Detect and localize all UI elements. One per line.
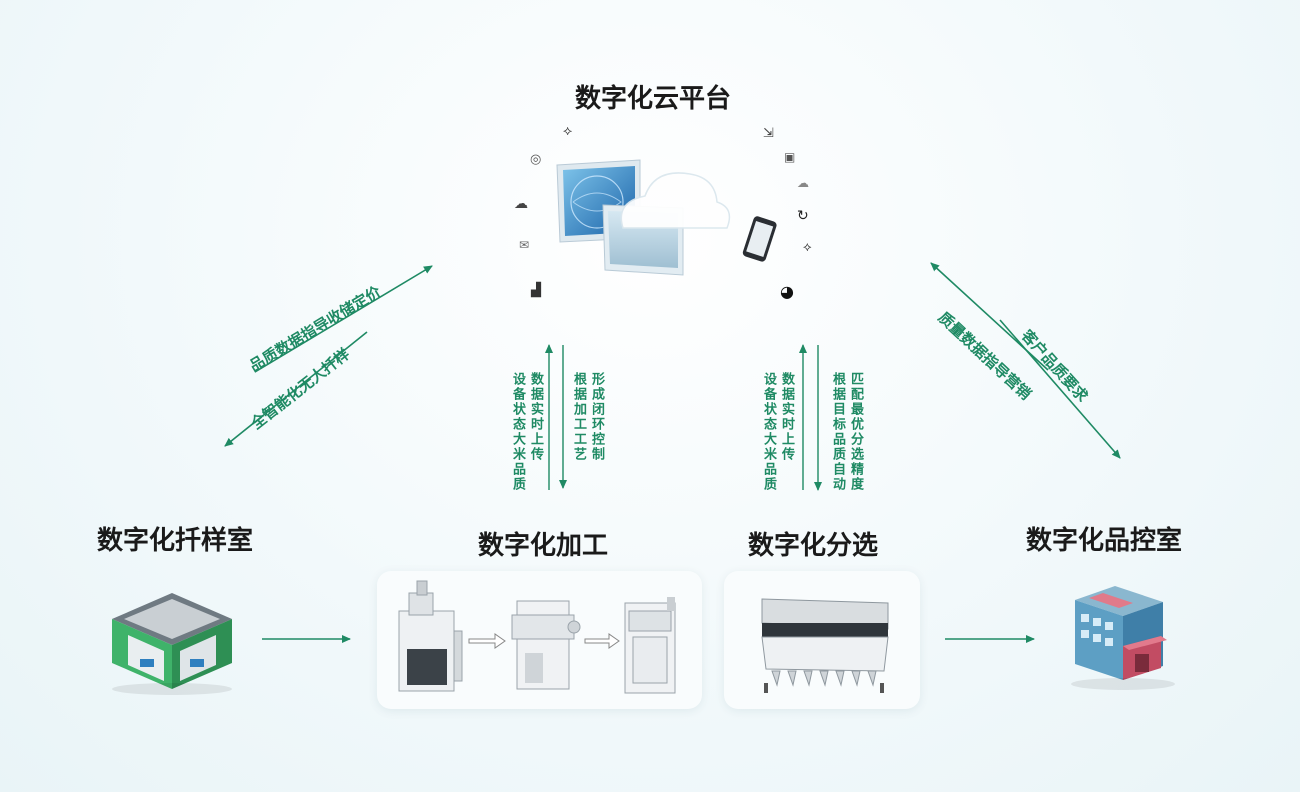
cloud-icon-small: ☁ <box>797 176 809 190</box>
cloud-sync-icon: ☁ <box>514 196 528 212</box>
sorting-panel <box>724 571 920 709</box>
qc-room-building-icon <box>0 0 130 115</box>
sorting-col-1: 设备状态大米品质 <box>761 372 776 492</box>
processing-title: 数字化加工 <box>478 531 609 561</box>
smartphone-icon <box>742 216 777 262</box>
husker-machine-icon <box>398 580 463 692</box>
database-icon: ◎ <box>530 152 542 167</box>
grader-machine-icon <box>624 597 676 694</box>
pie-chart-icon: ◕ <box>780 282 794 301</box>
share-icon: ⟡ <box>803 240 812 255</box>
qc-room-building-icon-main <box>1071 586 1175 690</box>
sampling-room-building-icon <box>112 593 232 695</box>
left-down-arrow <box>224 331 368 447</box>
sorting-title: 数字化分选 <box>748 531 879 561</box>
processing-col-2: 数据实时上传 <box>528 372 543 462</box>
processing-machines-icon <box>398 580 676 694</box>
sorting-col-2: 数据实时上传 <box>779 372 794 462</box>
image-icon: ▣ <box>784 150 796 164</box>
mail-icon: ✉ <box>519 238 530 252</box>
right-down-arrow <box>999 319 1121 459</box>
refresh-icon: ↻ <box>797 208 809 224</box>
qc-room-title: 数字化品控室 <box>1026 526 1183 556</box>
factory-icon: ▟ <box>531 283 541 298</box>
color-sorter-machine-icon <box>761 598 889 693</box>
processing-col-3: 根据加工工艺 <box>571 372 586 462</box>
processing-col-1: 设备状态大米品质 <box>510 372 525 492</box>
logout-icon: ⇲ <box>763 126 774 141</box>
left-up-arrow <box>254 265 433 373</box>
cloud-platform-title: 数字化云平台 <box>575 84 732 114</box>
network-icon: ⟡ <box>563 123 573 139</box>
processing-col-4: 形成闭环控制 <box>589 372 604 462</box>
sorting-col-3: 根据目标品质自动 <box>830 372 845 492</box>
cloud-icon <box>620 172 731 229</box>
sorting-col-4: 匹配最优分选精度 <box>848 372 863 492</box>
cloud-platform-illustration <box>556 159 777 276</box>
processing-panel <box>377 571 702 709</box>
polisher-machine-icon <box>511 600 581 690</box>
sampling-room-title: 数字化扦样室 <box>97 526 254 556</box>
